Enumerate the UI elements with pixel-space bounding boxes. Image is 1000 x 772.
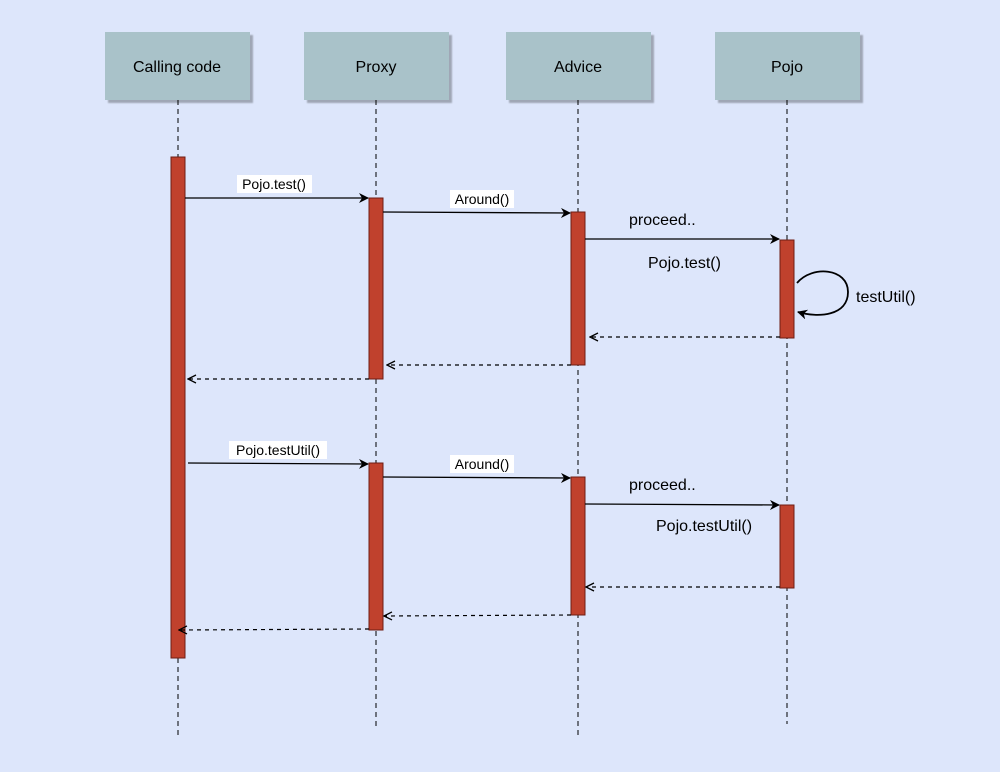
message-label-pojo-testutil: Pojo.testUtil() [236,442,320,458]
message-arrow-pojo-testutil [187,458,369,469]
activation-proxy-2 [368,462,384,631]
return-arrow-advice-to-proxy-2 [384,615,572,616]
activation-calling-code [170,156,186,659]
message-label-around-2: Around() [455,456,509,472]
message-label-pojo-testutil-inner: Pojo.testUtil() [656,518,752,535]
participant-proxy: Proxy [304,32,449,100]
message-arrow-around-2 [382,472,571,483]
self-call-arrow [796,270,849,320]
activation-pojo-2 [779,504,795,589]
participant-advice: Advice [506,32,651,100]
participant-calling-code: Calling code [105,32,250,100]
message-label-pojo-test-inner: Pojo.test() [648,255,721,272]
participant-label: Advice [554,59,602,76]
return-arrow-proxy-to-caller-2 [179,629,370,630]
participant-pojo: Pojo [715,32,860,100]
message-label-pojo-test: Pojo.test() [242,176,306,192]
message-label-proceed-2: proceed.. [629,477,696,494]
message-label-around-1: Around() [455,191,509,207]
activation-advice-2 [570,476,586,616]
activation-pojo-1 [779,239,795,339]
activation-advice-1 [570,211,586,366]
participant-label: Calling code [133,59,221,76]
participant-label: Proxy [356,59,397,76]
participant-label: Pojo [771,59,803,76]
self-call-label: testUtil() [856,289,916,306]
message-arrow-proceed-2 [584,499,780,510]
message-label-proceed-1: proceed.. [629,212,696,229]
message-arrow-around-1 [382,207,571,218]
activation-proxy-1 [368,197,384,380]
